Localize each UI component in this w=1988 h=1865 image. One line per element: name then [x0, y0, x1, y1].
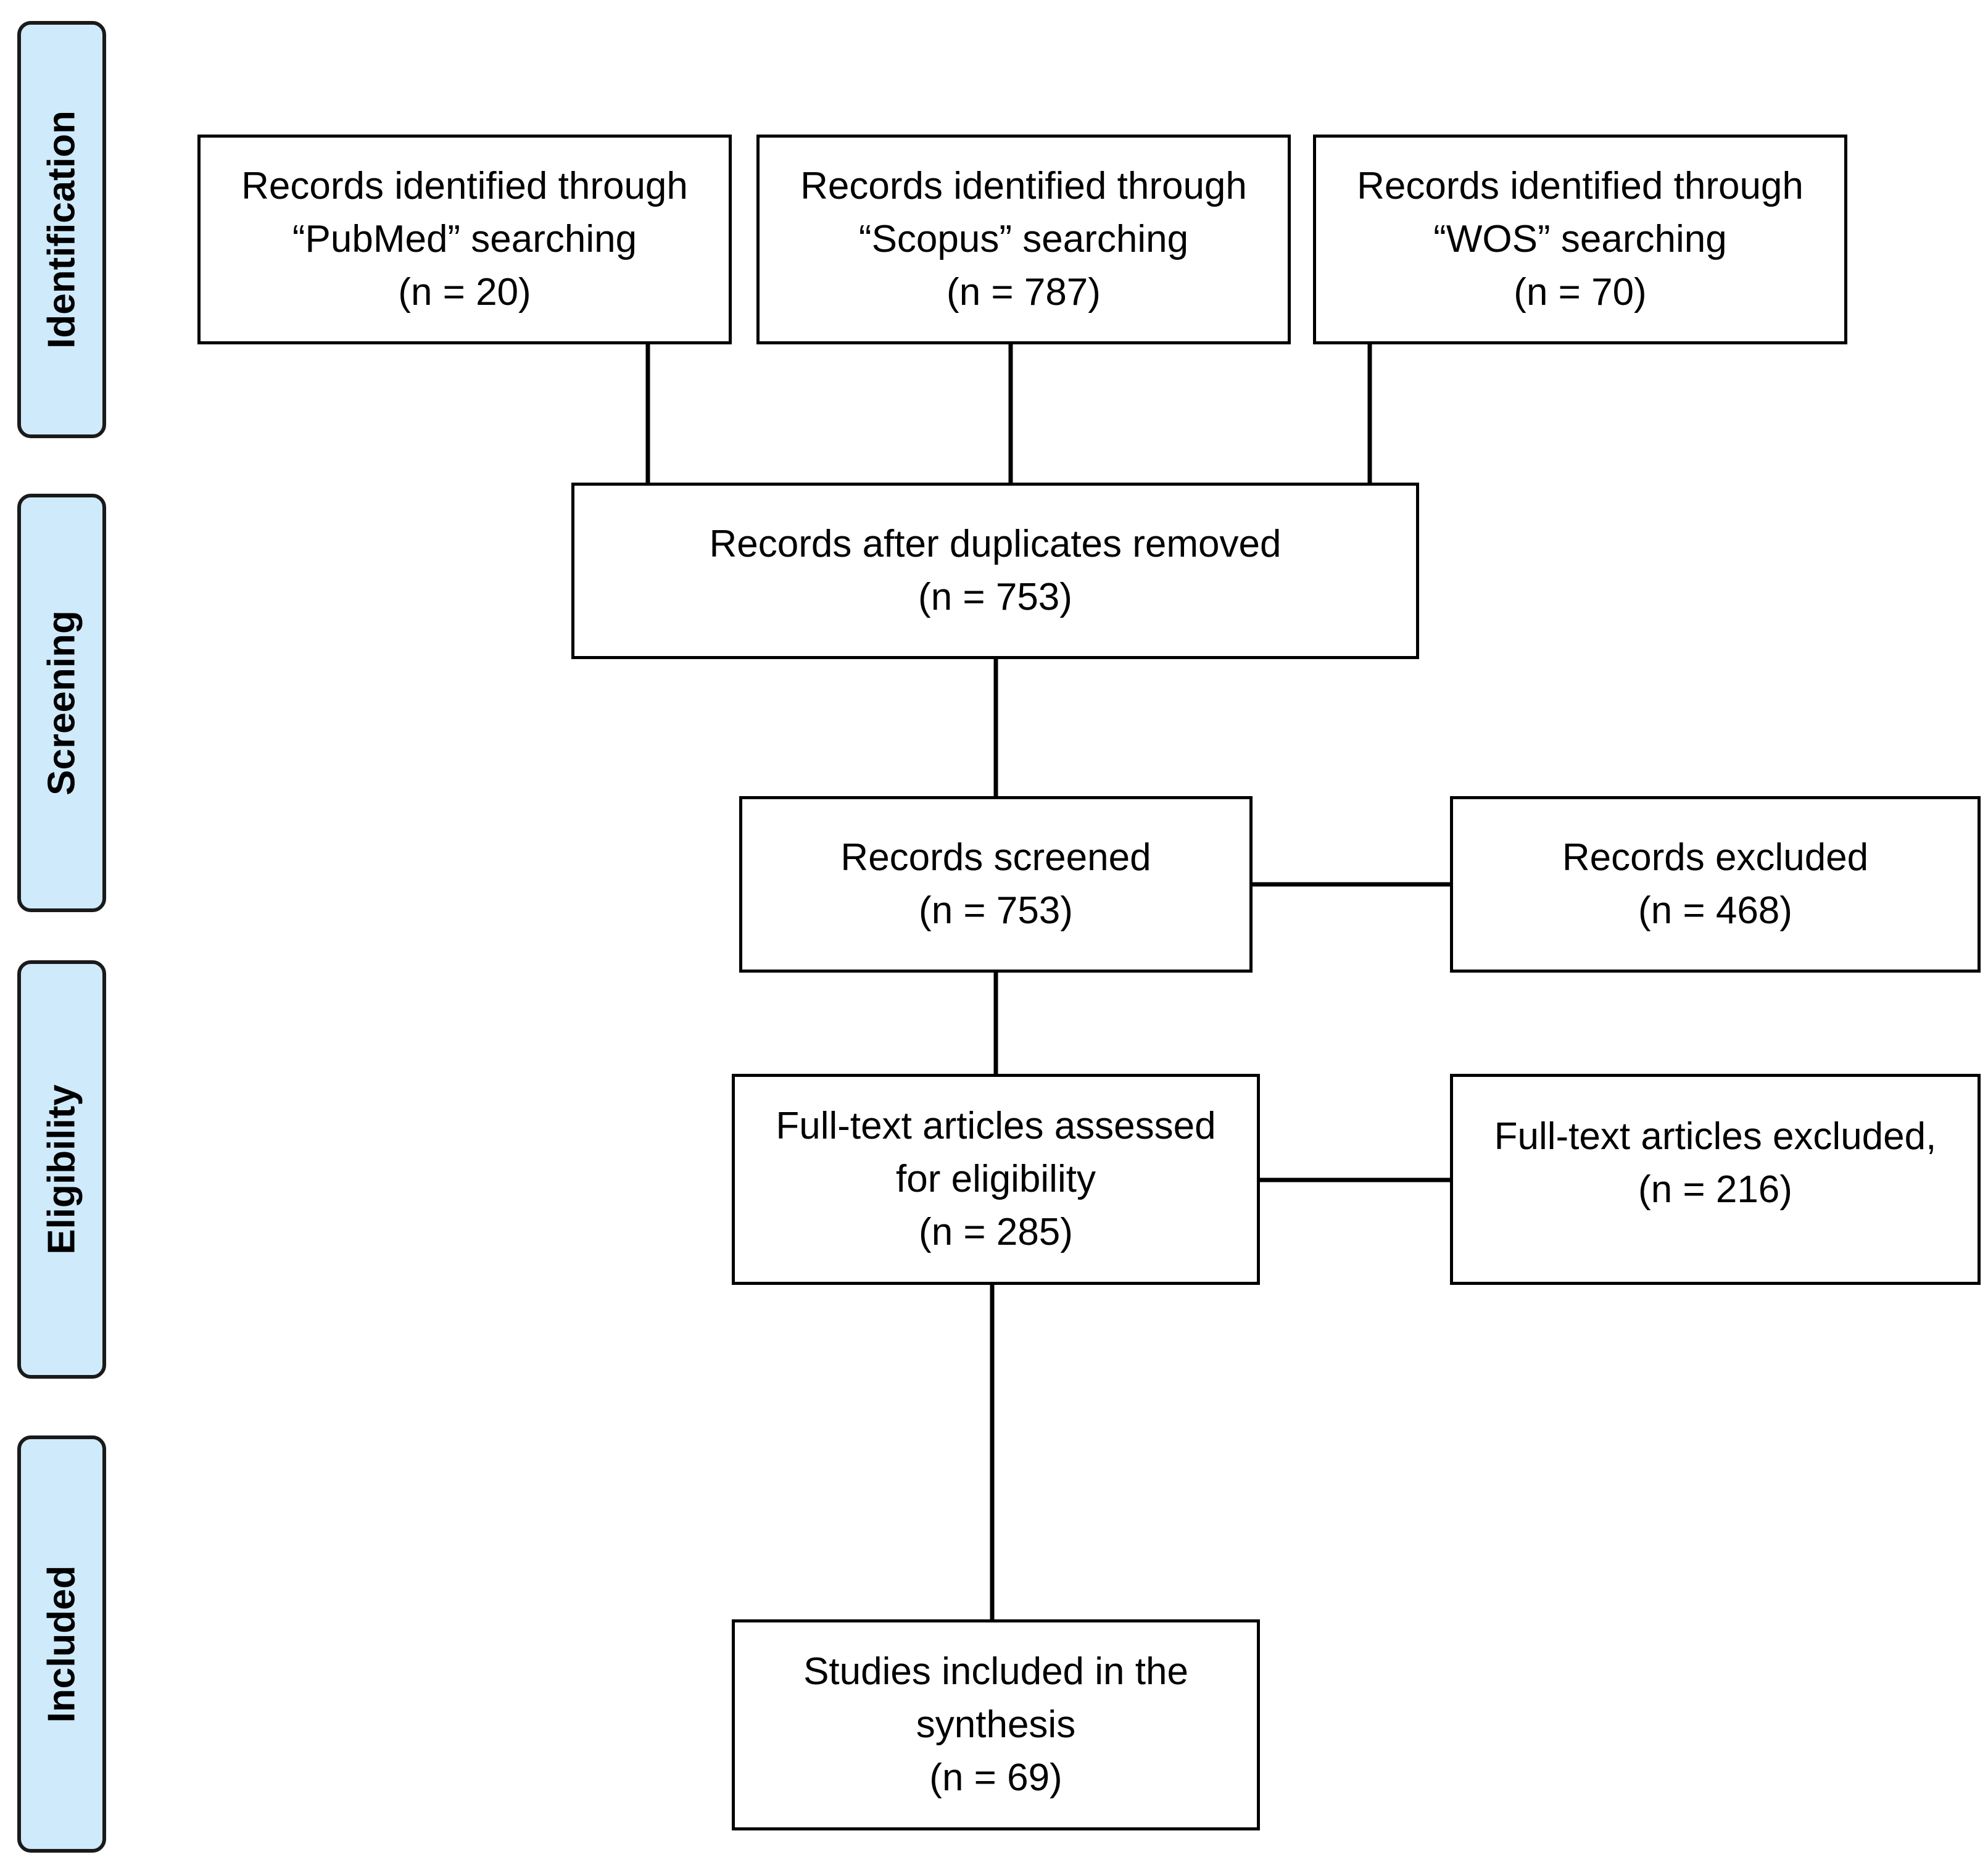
box-included-line2: synthesis: [916, 1703, 1076, 1746]
phase-identification: Identification: [17, 21, 106, 438]
box-excluded-count: (n = 468): [1638, 889, 1792, 932]
box-scopus-records: Records identified through “Scopus” sear…: [756, 135, 1291, 344]
box-pubmed-records: Records identified through “PubMed” sear…: [197, 135, 732, 344]
box-screened-count: (n = 753): [919, 889, 1073, 932]
box-fulltext-excluded-line1: Full-text articles excluded,: [1494, 1115, 1937, 1158]
box-pubmed-line2: “PubMed” searching: [292, 218, 637, 260]
box-scopus-line1: Records identified through: [800, 165, 1247, 207]
box-wos-line1: Records identified through: [1357, 165, 1804, 207]
box-duplicates-count: (n = 753): [918, 576, 1072, 618]
box-studies-included: Studies included in the synthesis (n = 6…: [732, 1619, 1260, 1830]
box-records-screened: Records screened (n = 753): [739, 796, 1253, 973]
box-records-excluded: Records excluded (n = 468): [1450, 796, 1981, 973]
box-fulltext-assessed: Full-text articles assessed for eligibil…: [732, 1074, 1260, 1285]
box-included-line1: Studies included in the: [803, 1650, 1188, 1693]
box-fulltext-assessed-count: (n = 285): [919, 1211, 1073, 1253]
box-fulltext-assessed-line2: for eligibility: [896, 1158, 1096, 1200]
box-fulltext-excluded-count: (n = 216): [1638, 1168, 1792, 1211]
phase-included: Included: [17, 1435, 106, 1853]
box-fulltext-assessed-line1: Full-text articles assessed: [776, 1105, 1216, 1147]
box-scopus-count: (n = 787): [946, 271, 1101, 314]
box-wos-count: (n = 70): [1514, 271, 1647, 314]
phase-screening: Screening: [17, 494, 106, 912]
box-wos-line2: “WOS” searching: [1433, 218, 1727, 260]
box-included-count: (n = 69): [929, 1756, 1062, 1799]
box-screened-line1: Records screened: [840, 836, 1151, 879]
phase-eligibility: Eligibility: [17, 960, 106, 1379]
box-pubmed-count: (n = 20): [398, 271, 531, 314]
box-scopus-line2: “Scopus” searching: [858, 218, 1189, 260]
box-duplicates-line1: Records after duplicates removed: [709, 523, 1282, 565]
box-fulltext-excluded: Full-text articles excluded, (n = 216): [1450, 1074, 1981, 1285]
box-wos-records: Records identified through “WOS” searchi…: [1313, 135, 1847, 344]
box-pubmed-line1: Records identified through: [241, 165, 688, 207]
box-duplicates-removed: Records after duplicates removed (n = 75…: [571, 483, 1419, 659]
box-excluded-line1: Records excluded: [1562, 836, 1869, 879]
